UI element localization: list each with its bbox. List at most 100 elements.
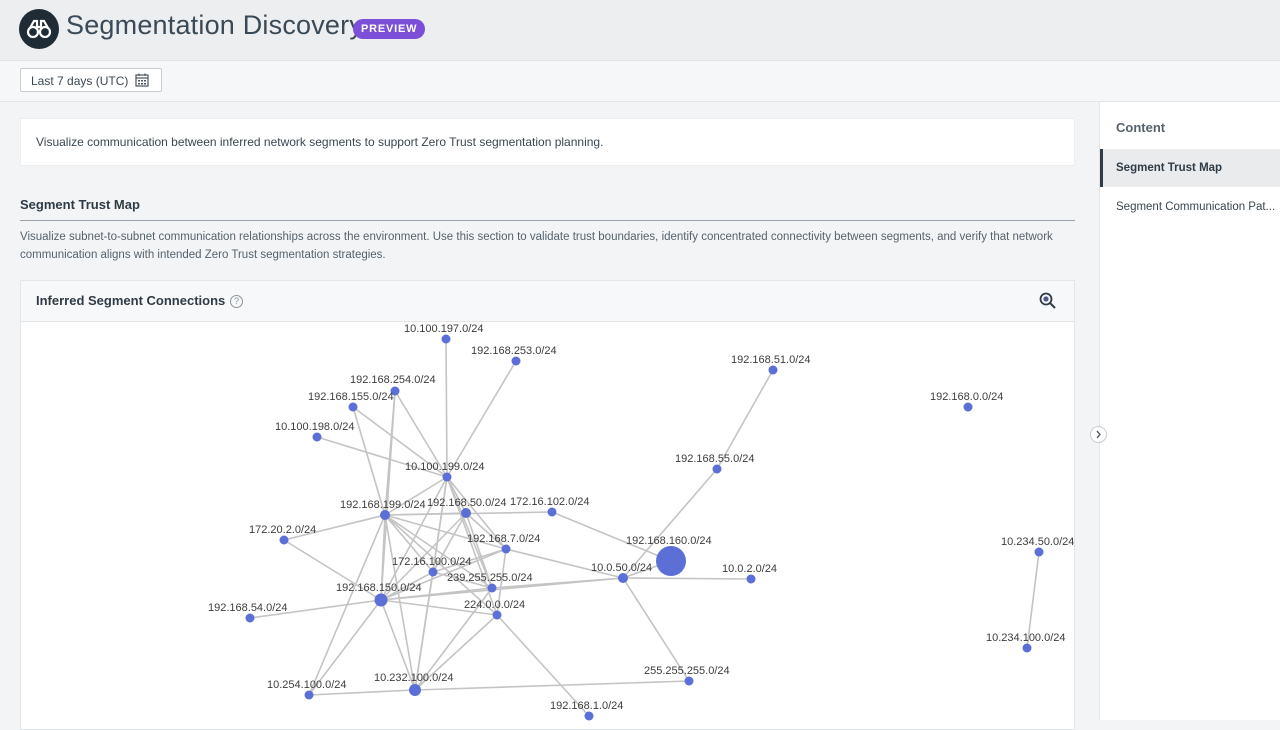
graph-node[interactable]	[547, 507, 557, 517]
sidebar-item-segment-communication[interactable]: Segment Communication Pat...	[1116, 201, 1276, 213]
graph-node-label: 192.168.160.0/24	[626, 535, 712, 547]
section-description: Visualize subnet-to-subnet communication…	[20, 231, 1053, 261]
graph-node[interactable]	[656, 546, 686, 576]
graph-node[interactable]	[618, 573, 628, 583]
graph-node[interactable]	[304, 690, 314, 700]
chevron-right-icon[interactable]	[1090, 426, 1107, 443]
graph-edge	[352, 406, 448, 478]
date-range-picker[interactable]: Last 7 days (UTC)	[20, 68, 162, 92]
graph-node[interactable]	[380, 510, 390, 520]
graph-edge	[316, 436, 448, 478]
graph-node[interactable]	[374, 593, 388, 607]
graph-node-label: 172.20.2.0/24	[249, 524, 316, 536]
graph-node[interactable]	[409, 684, 421, 696]
graph-edge	[380, 514, 386, 601]
graph-edge	[622, 577, 752, 580]
toolbar: Last 7 days (UTC)	[0, 61, 1280, 102]
graph-edge	[380, 599, 498, 616]
graph-node-label: 192.168.55.0/24	[675, 453, 755, 465]
panel-header: Inferred Segment Connections ?	[21, 281, 1074, 322]
graph-edge	[432, 548, 507, 573]
graph-edge	[380, 571, 434, 601]
graph-edge	[384, 514, 507, 550]
intro-banner: Visualize communication between inferred…	[20, 118, 1075, 166]
graph-node-label: 172.16.102.0/24	[510, 496, 590, 508]
graph-node[interactable]	[390, 386, 400, 396]
graph-node[interactable]	[684, 676, 694, 686]
graph-node[interactable]	[441, 334, 451, 344]
graph-node-label: 255.255.255.0/24	[644, 665, 730, 677]
date-range-label: Last 7 days (UTC)	[31, 74, 129, 88]
graph-edge	[384, 514, 498, 616]
graph-edge	[551, 511, 672, 562]
graph-edge	[384, 514, 493, 589]
graph-edge	[283, 539, 382, 601]
graph-node[interactable]	[1034, 547, 1044, 557]
graph-edge	[384, 476, 448, 516]
segment-connections-panel: Inferred Segment Connections ? 10.100.19…	[20, 280, 1075, 730]
graph-node[interactable]	[963, 402, 973, 412]
graph-edge	[432, 512, 467, 573]
graph-edge	[445, 338, 448, 478]
graph-node-label: 10.100.199.0/24	[405, 461, 485, 473]
graph-node-label: 10.234.100.0/24	[986, 632, 1066, 644]
graph-node[interactable]	[348, 402, 358, 412]
graph-node[interactable]	[712, 464, 722, 474]
graph-edge	[384, 514, 434, 573]
network-graph[interactable]: 10.100.197.0/24192.168.253.0/24192.168.2…	[21, 321, 1075, 730]
graph-edge	[414, 614, 498, 691]
graph-edge	[622, 577, 690, 682]
graph-edge	[446, 360, 517, 478]
graph-node-label: 172.16.100.0/24	[392, 556, 472, 568]
graph-node-label: 192.168.254.0/24	[350, 374, 436, 386]
graph-node-label: 192.168.150.0/24	[336, 582, 422, 594]
graph-node[interactable]	[279, 535, 289, 545]
help-circle-icon[interactable]: ?	[230, 295, 243, 308]
graph-node[interactable]	[428, 567, 438, 577]
graph-node[interactable]	[584, 711, 594, 721]
graph-edge	[380, 512, 467, 601]
graph-edge	[496, 548, 507, 616]
graph-edge	[465, 512, 507, 550]
graph-node-label: 10.0.2.0/24	[722, 563, 777, 575]
graph-edge	[1026, 551, 1040, 649]
graph-node[interactable]	[1022, 643, 1032, 653]
graph-node[interactable]	[245, 613, 255, 623]
graph-node[interactable]	[487, 583, 497, 593]
graph-edge	[394, 390, 448, 478]
graph-node-label: 10.234.50.0/24	[1001, 536, 1074, 548]
main-content: Visualize communication between inferred…	[0, 102, 1098, 730]
graph-node[interactable]	[746, 574, 756, 584]
graph-node-label: 10.0.50.0/24	[591, 562, 652, 574]
graph-edge	[380, 577, 624, 601]
graph-node-label: 239.255.255.0/24	[447, 572, 533, 584]
graph-node-label: 10.232.100.0/24	[374, 672, 454, 684]
graph-edge	[505, 548, 624, 579]
graph-node-label: 224.0.0.0/24	[464, 599, 525, 611]
graph-node[interactable]	[501, 544, 511, 554]
sidebar-heading: Content	[1116, 120, 1166, 135]
graph-node[interactable]	[511, 356, 521, 366]
graph-edge	[414, 680, 690, 691]
graph-node[interactable]	[768, 365, 778, 375]
graph-edge	[308, 514, 386, 696]
graph-node[interactable]	[312, 432, 322, 442]
zoom-icon[interactable]	[1039, 292, 1056, 314]
graph-node-label: 192.168.1.0/24	[550, 700, 623, 712]
graph-edge	[308, 689, 416, 696]
graph-node-label: 10.100.197.0/24	[404, 323, 484, 335]
graph-edge	[465, 512, 493, 589]
graph-node[interactable]	[442, 472, 452, 482]
graph-edge	[496, 614, 590, 717]
graph-edge	[380, 599, 416, 691]
content-sidebar: Content Segment Trust Map Segment Commun…	[1099, 102, 1280, 720]
graph-node[interactable]	[461, 508, 471, 518]
graph-edge	[283, 514, 386, 541]
section-title: Segment Trust Map	[20, 197, 140, 212]
graph-edge	[308, 599, 382, 696]
app-header: Segmentation Discovery PREVIEW	[0, 0, 1280, 61]
graph-node[interactable]	[492, 610, 502, 620]
sidebar-item-segment-trust-map[interactable]: Segment Trust Map	[1100, 149, 1280, 187]
graph-node-label: 192.168.7.0/24	[467, 533, 540, 545]
graph-node-label: 10.254.100.0/24	[267, 679, 347, 691]
